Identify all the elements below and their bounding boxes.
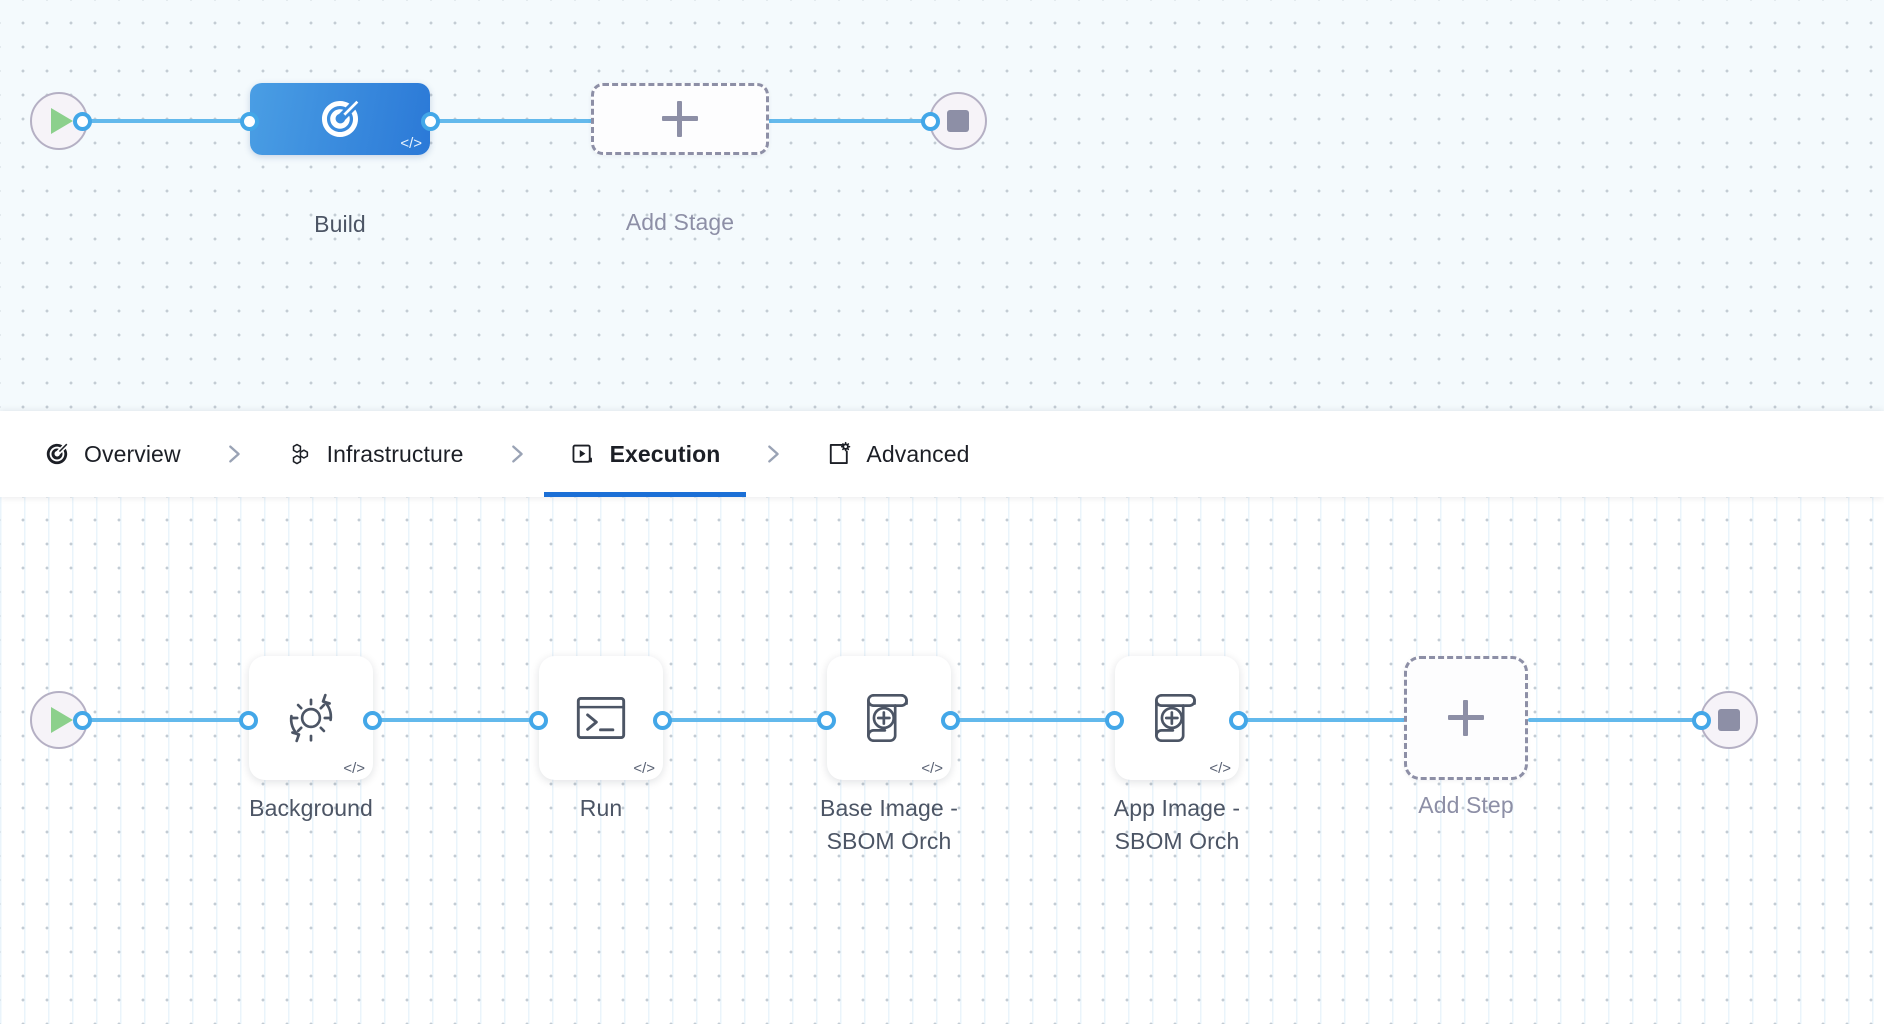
pipeline-start-node[interactable] <box>30 92 88 150</box>
tab-execution[interactable]: Execution <box>543 411 747 497</box>
code-badge[interactable]: </> <box>921 760 943 777</box>
port-build-out[interactable] <box>421 112 440 131</box>
scroll-plus-icon <box>1155 693 1196 743</box>
gear-refresh-icon <box>289 693 333 743</box>
port-background-in[interactable] <box>239 711 258 730</box>
tab-overview[interactable]: Overview <box>18 411 207 497</box>
connector-start-to-build <box>78 119 260 123</box>
tab-label: Overview <box>84 440 181 467</box>
plus-icon <box>662 101 698 137</box>
stage-node-build[interactable]: </> <box>250 83 430 155</box>
port-run-in[interactable] <box>529 711 548 730</box>
connector-run-to-baseimage <box>660 718 840 722</box>
tab-advanced[interactable]: Advanced <box>800 411 995 497</box>
plus-icon <box>1448 700 1484 736</box>
code-badge[interactable]: </> <box>400 135 422 152</box>
stage-label-build: Build <box>314 211 366 237</box>
step-node-base-image-sbom[interactable]: </> <box>827 656 951 780</box>
port-start-out[interactable] <box>73 112 92 131</box>
connector-addstep-to-end <box>1528 718 1700 722</box>
add-step-label: Add Step <box>1418 792 1514 818</box>
tab-label: Advanced <box>866 440 970 467</box>
chevron-right-icon <box>768 445 780 463</box>
code-badge[interactable]: </> <box>1209 760 1231 777</box>
tab-separator <box>746 439 800 469</box>
port-base-image-out[interactable] <box>941 711 960 730</box>
port-build-in[interactable] <box>240 112 259 131</box>
code-badge[interactable]: </> <box>633 760 655 777</box>
play-icon <box>51 707 73 733</box>
terminal-icon <box>576 696 626 740</box>
harness-logo-icon <box>46 443 68 465</box>
port-step-start-out[interactable] <box>73 711 92 730</box>
pipeline-step-canvas[interactable]: </> Background </> Run <box>0 497 1884 1024</box>
connector-build-to-addstage <box>430 119 600 123</box>
stage-config-tabs: Overview Infrastructure <box>0 411 1884 497</box>
tab-label: Infrastructure <box>326 440 464 467</box>
play-icon <box>51 108 73 134</box>
gear-card-icon <box>830 441 851 465</box>
connector-addstage-to-end <box>768 119 948 123</box>
step-node-app-image-sbom[interactable]: </> <box>1115 656 1239 780</box>
tab-infrastructure[interactable]: Infrastructure <box>261 411 490 497</box>
step-node-background[interactable]: </> <box>249 656 373 780</box>
harness-logo-icon <box>321 100 359 138</box>
code-badge[interactable]: </> <box>343 760 365 777</box>
add-stage-button[interactable] <box>591 83 769 155</box>
step-node-run[interactable]: </> <box>539 656 663 780</box>
pipeline-stage-canvas[interactable]: </> Build Add Stage <box>0 0 1884 411</box>
add-step-button[interactable] <box>1404 656 1528 780</box>
step-label-base-image-sbom: Base Image - SBOM Orch <box>820 795 958 855</box>
port-step-end-in[interactable] <box>1692 711 1711 730</box>
add-stage-label: Add Stage <box>625 209 735 235</box>
step-label-background: Background <box>249 795 373 821</box>
step-label-app-image-sbom: App Image - SBOM Orch <box>1113 795 1241 855</box>
play-in-box-icon <box>572 444 592 463</box>
connector-appimage-to-addstep <box>1240 718 1408 722</box>
port-app-image-in[interactable] <box>1105 711 1124 730</box>
tab-label: Execution <box>609 440 721 467</box>
tab-separator <box>207 439 261 469</box>
chevron-right-icon <box>511 445 523 463</box>
chevron-right-icon <box>228 445 240 463</box>
port-run-out[interactable] <box>653 711 672 730</box>
port-end-in[interactable] <box>921 112 940 131</box>
port-base-image-in[interactable] <box>817 711 836 730</box>
port-app-image-out[interactable] <box>1229 711 1248 730</box>
port-background-out[interactable] <box>363 711 382 730</box>
connector-start-to-background <box>78 718 258 722</box>
stop-icon <box>947 110 969 132</box>
hexagon-cluster-icon <box>292 443 308 465</box>
step-label-run: Run <box>579 795 623 821</box>
connector-baseimage-to-appimage <box>950 718 1130 722</box>
tab-separator <box>490 439 544 469</box>
scroll-plus-icon <box>867 693 908 743</box>
connector-background-to-run <box>372 718 552 722</box>
stop-icon <box>1718 709 1740 731</box>
